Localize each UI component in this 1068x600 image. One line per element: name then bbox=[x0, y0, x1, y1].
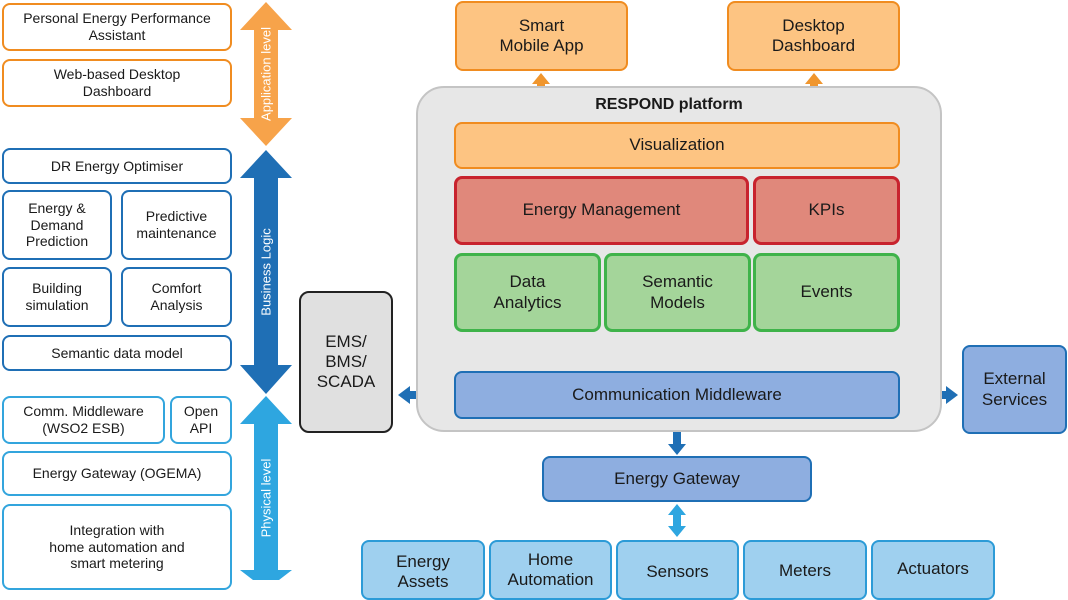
energy-management-box: Energy Management bbox=[454, 176, 749, 245]
biz-box-demand-prediction: Energy & Demand Prediction bbox=[2, 190, 112, 260]
app-box-personal-assistant: Personal Energy Performance Assistant bbox=[2, 3, 232, 51]
device-energy-assets: Energy Assets bbox=[361, 540, 485, 600]
semantic-models-box: Semantic Models bbox=[604, 253, 751, 332]
biz-box-comfort-analysis: Comfort Analysis bbox=[121, 267, 232, 327]
device-meters: Meters bbox=[743, 540, 867, 600]
biz-box-dr-optimiser: DR Energy Optimiser bbox=[2, 148, 232, 184]
application-level-arrow bbox=[240, 2, 292, 146]
desktop-dashboard-box: Desktop Dashboard bbox=[727, 1, 900, 71]
ems-bms-scada-box: EMS/ BMS/ SCADA bbox=[299, 291, 393, 433]
device-sensors: Sensors bbox=[616, 540, 739, 600]
business-logic-label: Business Logic bbox=[258, 228, 274, 316]
communication-middleware-box: Communication Middleware bbox=[454, 371, 900, 419]
business-logic-arrow bbox=[240, 150, 292, 394]
data-analytics-box: Data Analytics bbox=[454, 253, 601, 332]
phys-box-integration: Integration with home automation and sma… bbox=[2, 504, 232, 590]
phys-box-open-api: Open API bbox=[170, 396, 232, 444]
physical-level-arrow bbox=[240, 396, 292, 580]
external-services-box: External Services bbox=[962, 345, 1067, 434]
phys-box-energy-gateway: Energy Gateway (OGEMA) bbox=[2, 451, 232, 496]
gateway-devices-arrow bbox=[668, 504, 686, 537]
device-home-automation: Home Automation bbox=[489, 540, 612, 600]
kpis-box: KPIs bbox=[753, 176, 900, 245]
device-actuators: Actuators bbox=[871, 540, 995, 600]
app-box-web-dashboard: Web-based Desktop Dashboard bbox=[2, 59, 232, 107]
smart-mobile-app-box: Smart Mobile App bbox=[455, 1, 628, 71]
phys-box-comm-middleware: Comm. Middleware (WSO2 ESB) bbox=[2, 396, 165, 444]
physical-level-label: Physical level bbox=[258, 458, 274, 538]
application-level-label: Application level bbox=[258, 27, 274, 121]
biz-box-predictive-maintenance: Predictive maintenance bbox=[121, 190, 232, 260]
biz-box-semantic-data-model: Semantic data model bbox=[2, 335, 232, 371]
energy-gateway-box: Energy Gateway bbox=[542, 456, 812, 502]
respond-platform-title: RESPOND platform bbox=[595, 96, 743, 113]
visualization-box: Visualization bbox=[454, 122, 900, 169]
events-box: Events bbox=[753, 253, 900, 332]
biz-box-building-simulation: Building simulation bbox=[2, 267, 112, 327]
